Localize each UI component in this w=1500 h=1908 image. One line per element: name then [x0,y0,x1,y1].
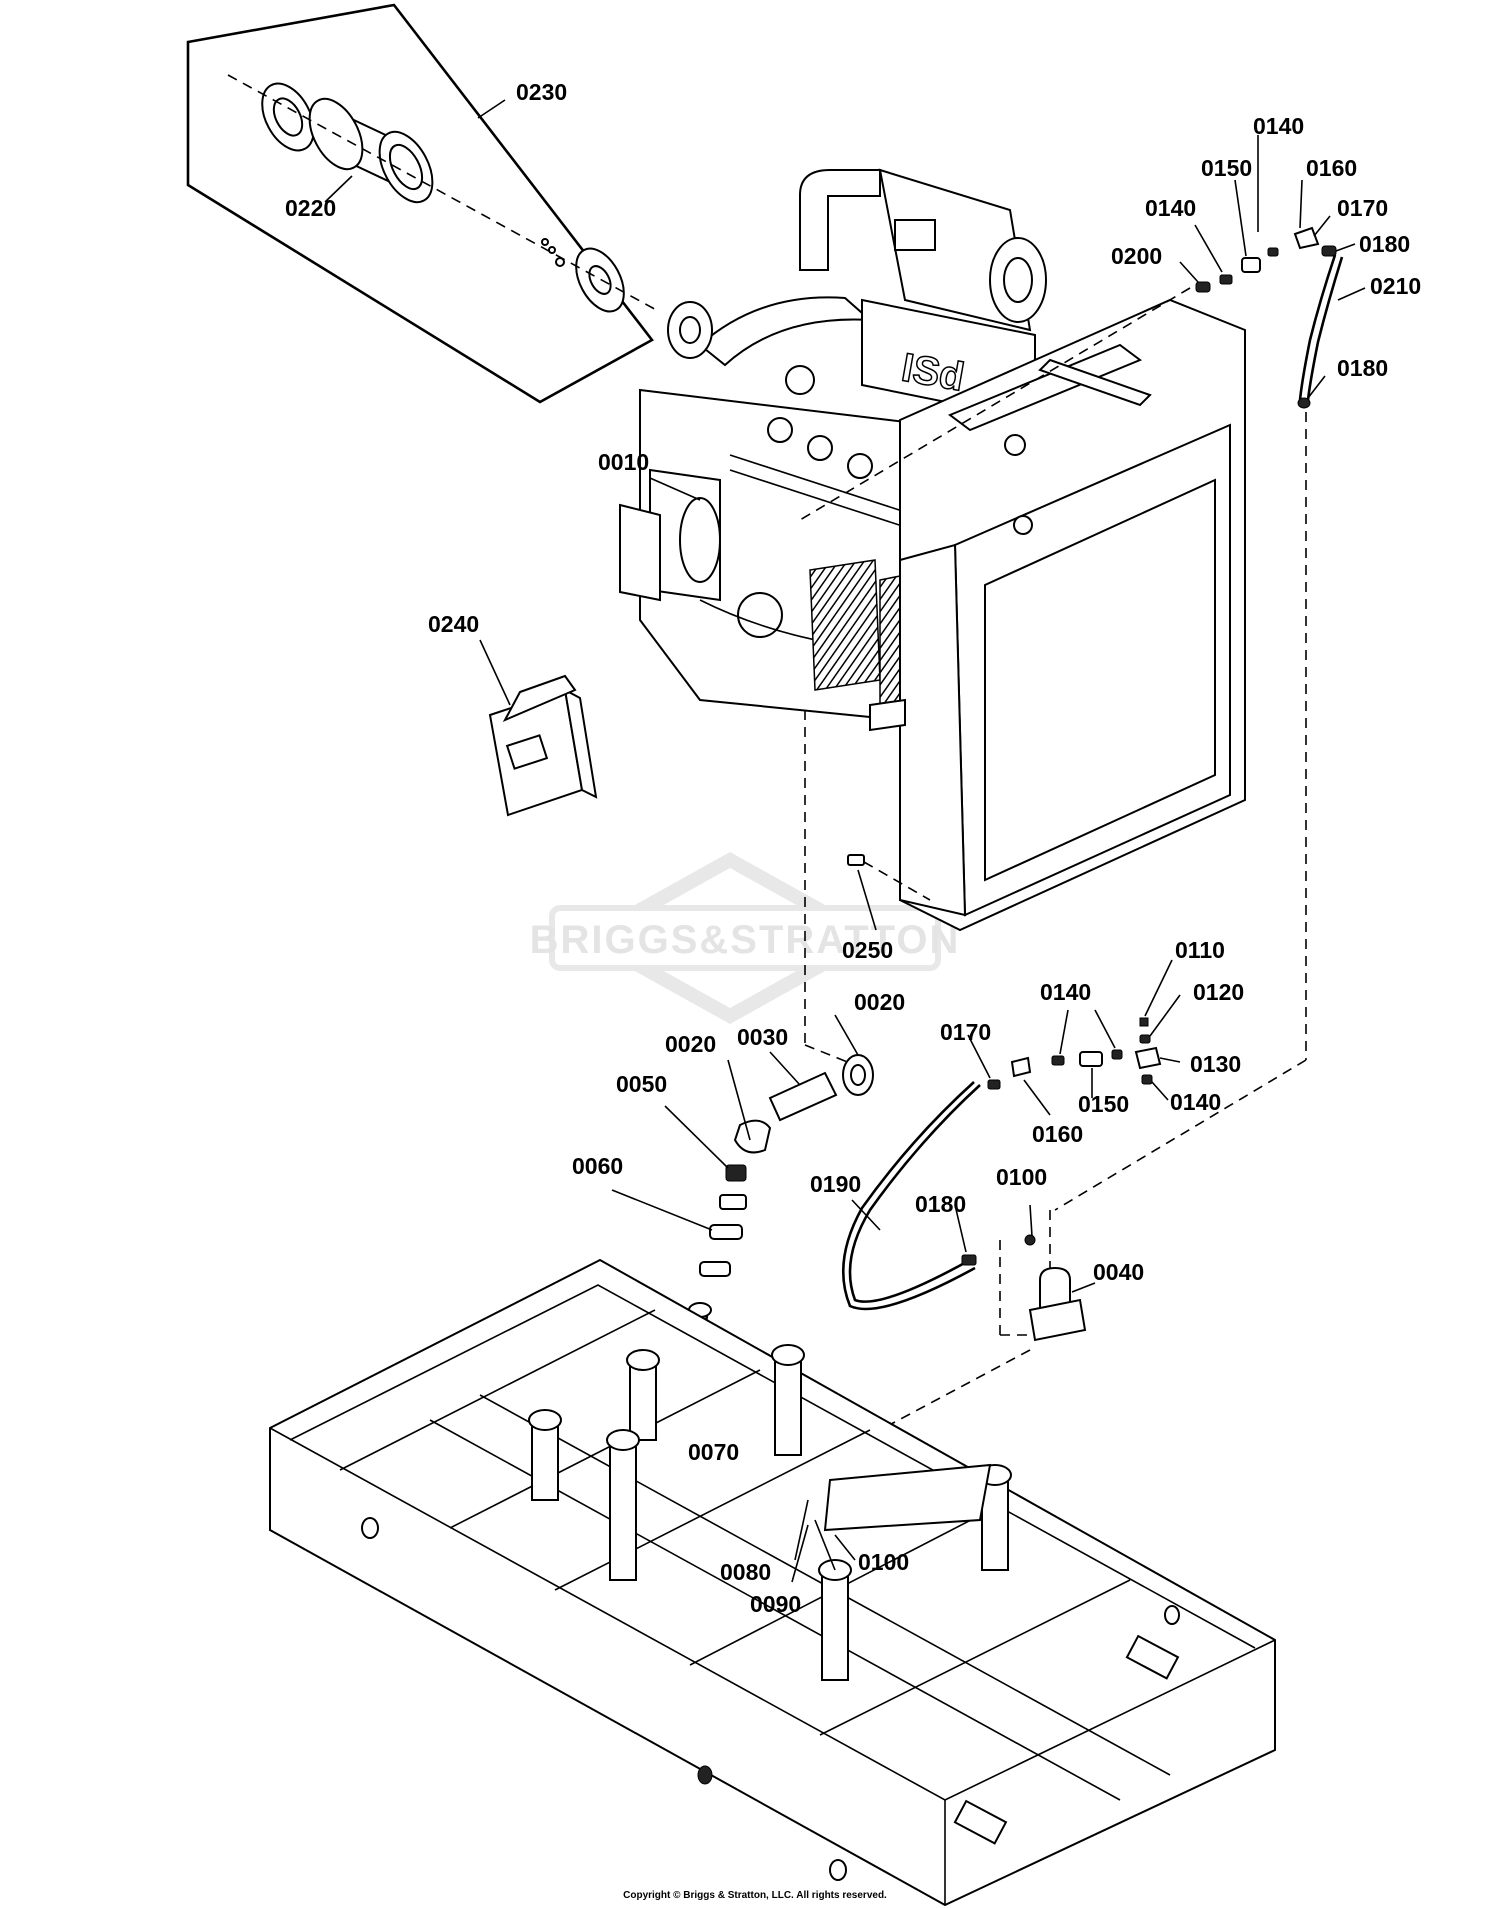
callout-0070: 0070 [688,1439,739,1465]
skid-base-frame [269,1258,1276,1907]
upper-fuel-fittings [799,135,1366,1211]
callout-0150: 0150 [1201,155,1252,181]
oil-drain-fitting [804,710,931,1045]
callout-0170: 0170 [1337,195,1388,221]
callout-0180: 0180 [1359,231,1410,257]
callout-0160: 0160 [1306,155,1357,181]
callout-0010: 0010 [598,449,649,475]
callout-0030: 0030 [737,1024,788,1050]
callout-0100: 0100 [996,1164,1047,1190]
callout-0160: 0160 [1032,1121,1083,1147]
callout-0210: 0210 [1370,273,1421,299]
callout-0020: 0020 [665,1031,716,1057]
callout-0220: 0220 [285,195,336,221]
callout-0150: 0150 [1078,1091,1129,1117]
callout-0020: 0020 [854,989,905,1015]
callout-0120: 0120 [1193,979,1244,1005]
callout-0100: 0100 [858,1549,909,1575]
callout-0060: 0060 [572,1153,623,1179]
callout-0140: 0140 [1145,195,1196,221]
copyright-notice: Copyright © Briggs & Stratton, LLC. All … [623,1890,887,1901]
callout-0090: 0090 [750,1591,801,1617]
callout-0040: 0040 [1093,1259,1144,1285]
watermark-text: BRIGGS&STRATTON [530,918,961,962]
callout-0130: 0130 [1190,1051,1241,1077]
controller-module-part [479,639,598,817]
callout-0110: 0110 [1175,937,1225,963]
callout-0180: 0180 [1337,355,1388,381]
callout-0240: 0240 [428,611,479,637]
callout-0140: 0140 [1253,113,1304,139]
callout-0200: 0200 [1111,243,1162,269]
callout-0180: 0180 [915,1191,966,1217]
engine-assembly: ISd [619,168,1246,932]
callout-0250: 0250 [842,937,893,963]
callout-0190: 0190 [810,1171,861,1197]
callout-0170: 0170 [940,1019,991,1045]
fuel-filter-part [1024,1204,1096,1342]
briggs-stratton-watermark: BRIGGS&STRATTON [530,851,961,1025]
callout-labels: 0230 0220 0140 0150 0160 0140 0170 0200 … [285,79,1421,1617]
lower-fuel-fittings [841,959,1181,1431]
callout-0140: 0140 [1170,1089,1221,1115]
callout-0230: 0230 [516,79,567,105]
air-filter-group [186,3,661,404]
callout-0080: 0080 [720,1559,771,1585]
callout-0050: 0050 [616,1071,667,1097]
callout-0140: 0140 [1040,979,1091,1005]
